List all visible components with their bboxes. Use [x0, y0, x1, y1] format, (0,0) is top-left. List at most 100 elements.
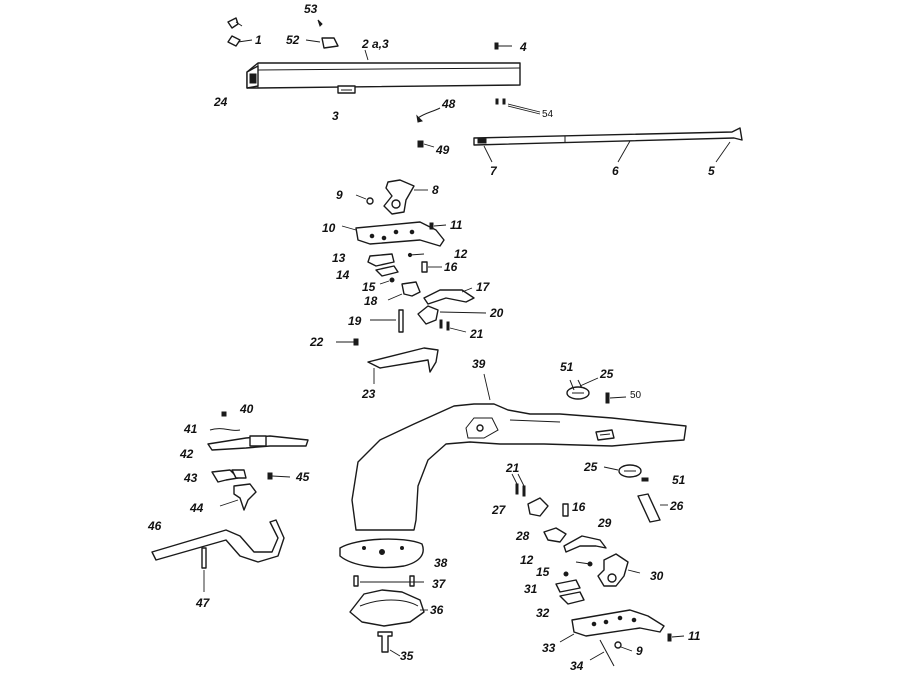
sear-spring-32-part [559, 591, 585, 605]
label-11a: 11 [450, 218, 463, 232]
label-40: 40 [239, 402, 254, 416]
screw-45-part [267, 472, 291, 480]
label-50: 50 [630, 390, 642, 401]
label-23: 23 [361, 387, 376, 401]
label-39: 39 [472, 357, 486, 371]
trigger-43-part [211, 469, 247, 483]
label-37: 37 [432, 577, 447, 591]
lockplate-10-part [341, 221, 445, 247]
label-16a: 16 [444, 260, 458, 274]
ramrod-part [473, 127, 743, 163]
label-16b: 16 [572, 500, 586, 514]
label-29: 29 [597, 516, 612, 530]
label-17: 17 [476, 280, 491, 294]
pins-54-part [495, 98, 541, 115]
escutcheon-25-lower-part [603, 464, 642, 478]
label-8: 8 [432, 183, 439, 197]
label-7: 7 [490, 164, 498, 178]
stock-part [351, 373, 687, 531]
screw-22-part [336, 338, 359, 346]
label-9a: 9 [336, 188, 343, 202]
label-18: 18 [364, 294, 378, 308]
trigger-plate-42-part [207, 435, 309, 451]
label-24: 24 [213, 95, 228, 109]
spring-48-part [416, 107, 441, 123]
label-31: 31 [524, 582, 538, 596]
label-44: 44 [189, 501, 204, 515]
screw-35-part [377, 631, 401, 657]
tumbler-28-part [543, 527, 567, 543]
trigger-spring-41-part [209, 428, 241, 431]
label-21a: 21 [469, 327, 484, 341]
screw-15-part [379, 277, 395, 285]
label-12a: 12 [454, 247, 468, 261]
label-19: 19 [348, 314, 362, 328]
label-22: 22 [309, 335, 324, 349]
label-30: 30 [650, 569, 664, 583]
label-36: 36 [430, 603, 444, 617]
label-45: 45 [295, 470, 310, 484]
label-51a: 51 [560, 360, 574, 374]
label-14: 14 [336, 268, 350, 282]
screw-12-part [407, 252, 425, 258]
screw-11-lower-part [667, 633, 685, 642]
trigger-44-part [219, 483, 257, 511]
label-9b: 9 [636, 644, 643, 658]
label-15a: 15 [362, 280, 376, 294]
sear-20-part [417, 305, 487, 325]
label-48: 48 [441, 97, 456, 111]
screw-9-lower-part [614, 641, 633, 652]
screw-50-part [605, 392, 627, 404]
label-21b: 21 [505, 461, 520, 475]
label-20: 20 [489, 306, 504, 320]
screws-21-part [439, 319, 467, 333]
hammer-30-part [597, 553, 641, 587]
plate-38-part [339, 538, 424, 569]
label-3: 3 [332, 109, 339, 123]
escutcheon-25-top-part [566, 377, 599, 400]
pin-16-part [421, 261, 442, 273]
label-10: 10 [322, 221, 336, 235]
thimble-26-part [637, 493, 668, 523]
label-26: 26 [669, 499, 684, 513]
wedge-49-part [417, 140, 435, 148]
screw-15-lower-part [563, 571, 569, 577]
sear-spring-14-part [375, 265, 399, 277]
pins-51-top-part [569, 379, 583, 391]
label-35: 35 [400, 649, 414, 663]
sear-27-part [527, 497, 549, 517]
label-33: 33 [542, 641, 556, 655]
screw-12-lower-part [575, 561, 593, 567]
label-25a: 25 [599, 367, 614, 381]
pin-16-lower-part [562, 503, 569, 517]
label-1: 1 [255, 33, 262, 47]
screws-21-lower-part [511, 473, 526, 497]
label-38: 38 [434, 556, 448, 570]
hammer-8-part [383, 179, 428, 215]
trigger-guard-46-part [151, 519, 285, 563]
label-43: 43 [183, 471, 198, 485]
label-4: 4 [519, 40, 527, 54]
bridle-13-part [367, 253, 395, 267]
barrel-part [246, 62, 521, 94]
label-34: 34 [570, 659, 584, 673]
screw-11-part [429, 222, 447, 230]
label-46: 46 [147, 519, 162, 533]
mainspring-17-part [423, 287, 475, 305]
label-13: 13 [332, 251, 346, 265]
lockplate-33-part [559, 609, 665, 643]
screw-9-part [355, 194, 374, 205]
screw-34-part [589, 639, 615, 667]
part-labels: 1 2 a,3 3 4 5 6 7 8 9 10 11 12 13 14 15 … [147, 2, 715, 673]
label-47: 47 [195, 596, 211, 610]
small-screw-53-part [317, 19, 323, 27]
label-54: 54 [542, 109, 554, 120]
nipple-part [227, 17, 253, 47]
label-25b: 25 [583, 460, 598, 474]
label-41: 41 [183, 422, 198, 436]
label-12b: 12 [520, 553, 534, 567]
label-49: 49 [435, 143, 450, 157]
pins-37-part [353, 575, 424, 587]
tumbler-18-part [387, 281, 421, 301]
